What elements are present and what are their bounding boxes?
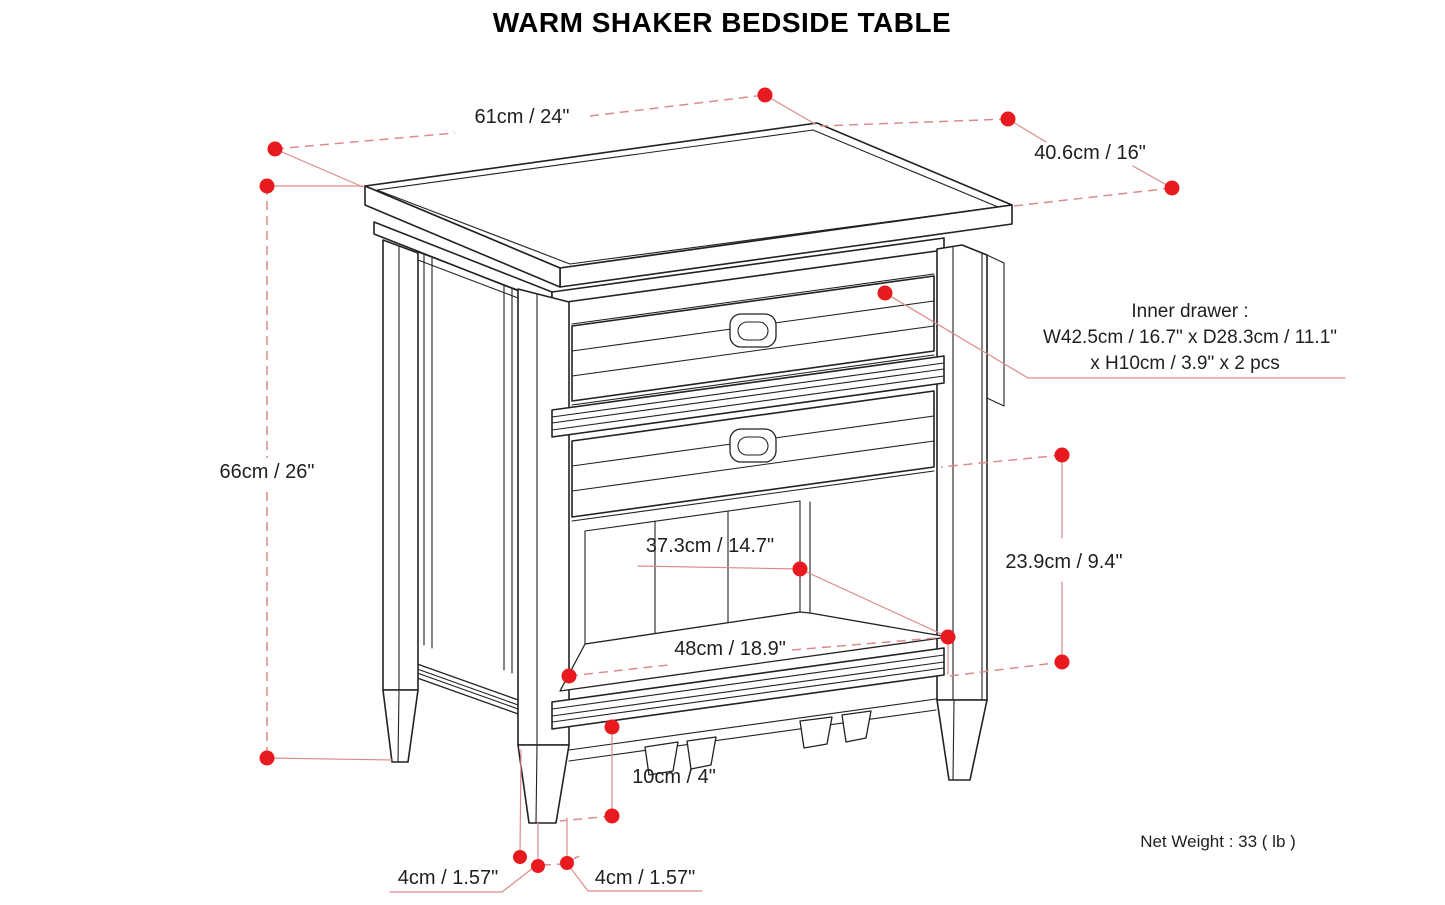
- dim-bottom-clearance: 10cm / 4": [559, 719, 716, 824]
- tabletop: [364, 122, 1013, 288]
- front-left-leg: [517, 288, 570, 824]
- top-depth-label: 40.6cm / 16": [1034, 142, 1146, 164]
- front-right-leg: [936, 244, 988, 781]
- dimension-dot: [877, 285, 893, 301]
- shelf-front-rail: [551, 647, 945, 730]
- bracket-foot: [799, 716, 833, 749]
- table-drawing: [364, 122, 1013, 824]
- shelf-width-label: 48cm / 18.9": [674, 638, 786, 660]
- bracket-foot: [686, 736, 717, 770]
- drawer-1-handle: [729, 313, 777, 348]
- dimension-dot: [940, 629, 956, 645]
- dimension-dot: [604, 719, 620, 735]
- foot-width-front-label: 4cm / 1.57": [595, 867, 695, 889]
- dimension-dot: [1164, 180, 1180, 196]
- inner-drawer-label-2: W42.5cm / 16.7" x D28.3cm / 11.1": [1043, 327, 1337, 348]
- top-width-label: 61cm / 24": [475, 106, 570, 128]
- dimension-dot: [259, 178, 275, 194]
- net-weight-label: Net Weight : 33 ( lb ): [1140, 832, 1296, 851]
- shelf-interior-width-label: 37.3cm / 14.7": [646, 535, 774, 557]
- dimension-dot: [792, 561, 808, 577]
- open-shelf-interior: [551, 500, 949, 730]
- dimension-dot: [513, 850, 527, 864]
- left-side-stretcher: [402, 659, 522, 716]
- bracket-foot: [841, 710, 872, 743]
- dimension-dot: [560, 856, 574, 870]
- shelf-surface: [559, 611, 949, 692]
- dim-overall-height: 66cm / 26": [220, 178, 394, 766]
- drawer-2-handle: [729, 428, 777, 463]
- bottom-rail: [568, 698, 937, 776]
- dim-top-width: 61cm / 24": [267, 87, 816, 188]
- dim-top-depth: 40.6cm / 16": [819, 111, 1180, 207]
- back-left-leg: [382, 239, 419, 763]
- dim-shelf-width: 48cm / 18.9": [561, 629, 956, 684]
- dim-feet: 4cm / 1.57" 4cm / 1.57": [389, 749, 703, 893]
- inner-drawer-label-1: Inner drawer :: [1131, 301, 1248, 322]
- right-side-edge: [986, 254, 1005, 407]
- shelf-interior-height-label: 23.9cm / 9.4": [1005, 551, 1122, 573]
- page-title: WARM SHAKER BEDSIDE TABLE: [493, 7, 951, 38]
- dimension-dot: [1000, 111, 1016, 127]
- dimension-dot: [259, 750, 275, 766]
- dimension-dot: [604, 808, 620, 824]
- dimension-dot: [531, 859, 545, 873]
- drawer-2: [571, 390, 935, 518]
- dim-inner-drawer: Inner drawer : W42.5cm / 16.7" x D28.3cm…: [877, 285, 1346, 379]
- bottom-clearance-label: 10cm / 4": [632, 766, 716, 788]
- inner-drawer-label-3: x H10cm / 3.9" x 2 pcs: [1090, 353, 1279, 374]
- dimension-dot: [561, 668, 577, 684]
- dim-shelf-interior-width: 37.3cm / 14.7": [637, 535, 949, 638]
- overall-height-label: 66cm / 26": [220, 461, 315, 483]
- mid-rail: [551, 355, 945, 438]
- cabinet-front: [551, 273, 945, 522]
- dimension-dot: [757, 87, 773, 103]
- dim-shelf-interior-height: 23.9cm / 9.4": [940, 447, 1123, 677]
- drawer-1: [571, 275, 935, 402]
- dimension-dot: [1054, 654, 1070, 670]
- bracket-foot: [644, 741, 679, 776]
- dimension-dot: [267, 141, 283, 157]
- dimension-dot: [1054, 447, 1070, 463]
- left-side-panel: [417, 251, 519, 674]
- foot-width-side-label: 4cm / 1.57": [398, 867, 498, 889]
